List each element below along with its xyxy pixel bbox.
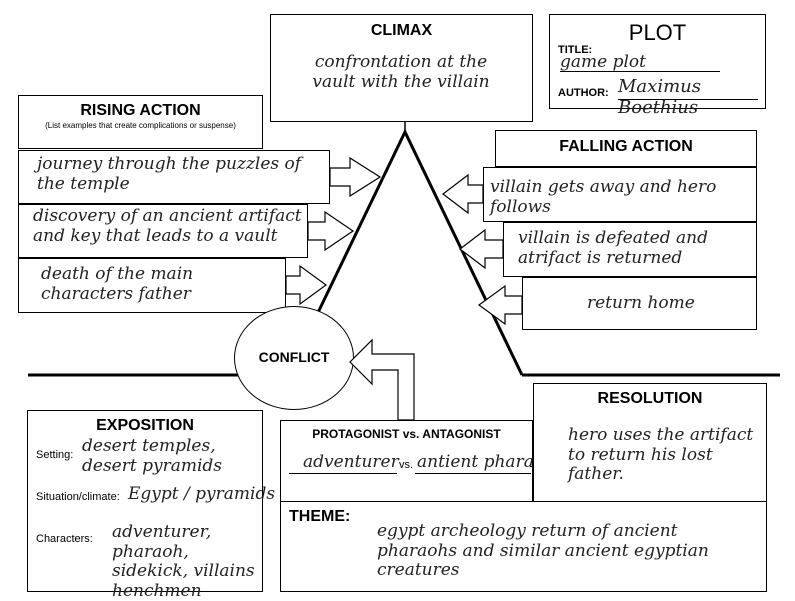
resolution-heading: RESOLUTION — [597, 390, 703, 407]
situation-label: Situation/climate: — [36, 491, 120, 503]
rising-action-header: RISING ACTION (List examples that create… — [18, 95, 263, 149]
protagonist-value: adventurer — [303, 452, 399, 472]
title-label: TITLE: — [558, 44, 593, 56]
falling-arrow-1 — [442, 173, 484, 215]
rising-arrow-1 — [329, 156, 382, 198]
falling-arrow-2 — [459, 228, 504, 270]
falling-action-text-2: villain is defeated and atrifact is retu… — [518, 228, 708, 268]
protagonist-antagonist-box: PROTAGONIST vs. ANTAGONIST adventurer vs… — [280, 420, 555, 502]
rising-action-item-3: death of the main characters father — [18, 258, 286, 313]
falling-action-item-2: villain is defeated and atrifact is retu… — [503, 222, 757, 277]
author-value: Maximus Boethius — [618, 76, 701, 118]
author-label: AUTHOR: — [558, 87, 609, 99]
rising-action-text-1: journey through the puzzles of the templ… — [37, 154, 302, 194]
falling-arrow-3 — [477, 284, 523, 326]
resolution-text: hero uses the artifact to return his los… — [568, 425, 754, 485]
theme-box: THEME: egypt archeology return of ancien… — [280, 501, 767, 592]
falling-action-header: FALLING ACTION — [495, 130, 757, 167]
falling-action-heading: FALLING ACTION — [559, 138, 693, 155]
vs-label: vs. — [399, 459, 414, 471]
characters-value: adventurer, pharaoh, sidekick, villains … — [112, 522, 255, 601]
rising-arrow-3 — [285, 264, 328, 306]
resolution-box: RESOLUTION hero uses the artifact to ret… — [533, 383, 767, 503]
climax-heading: CLIMAX — [370, 22, 433, 39]
falling-action-item-1: villain gets away and hero follows — [483, 167, 757, 222]
plot-heading: PLOT — [628, 20, 687, 45]
rising-action-item-1: journey through the puzzles of the templ… — [18, 150, 330, 204]
theme-heading: THEME: — [289, 508, 351, 525]
characters-label: Characters: — [36, 533, 93, 545]
exposition-heading: EXPOSITION — [96, 417, 194, 434]
rising-action-heading: RISING ACTION — [80, 102, 201, 119]
rising-action-text-3: death of the main characters father — [41, 264, 194, 304]
protagonist-line — [289, 473, 397, 474]
rising-action-text-2: discovery of an ancient artifact and key… — [33, 206, 302, 246]
conflict-heading: CONFLICT — [258, 349, 330, 365]
falling-action-text-3: return home — [587, 293, 695, 313]
author-line — [618, 99, 758, 100]
setting-value: desert temples, desert pyramids — [82, 436, 223, 476]
falling-action-text-1: villain gets away and hero follows — [490, 177, 717, 217]
theme-text: egypt archeology return of ancient phara… — [377, 521, 709, 581]
title-line — [560, 71, 720, 72]
conflict-ellipse: CONFLICT — [234, 306, 354, 410]
antagonist-value: antient pharaoh — [417, 452, 556, 472]
climax-box: CLIMAX confrontation at the vault with t… — [270, 14, 533, 122]
title-value: game plot — [560, 52, 646, 72]
falling-action-item-3: return home — [522, 277, 757, 330]
exposition-box: EXPOSITION Setting: desert temples, dese… — [27, 410, 275, 600]
situation-value: Egypt / pyramids — [128, 484, 276, 504]
conflict-arrow — [349, 338, 415, 421]
protagonist-antagonist-label: PROTAGONIST vs. ANTAGONIST — [312, 427, 501, 441]
rising-action-item-2: discovery of an ancient artifact and key… — [18, 204, 308, 258]
climax-text: confrontation at the vault with the vill… — [312, 52, 490, 92]
plot-info-box: PLOT TITLE: game plot AUTHOR: Maximus Bo… — [549, 14, 766, 118]
setting-label: Setting: — [36, 449, 74, 461]
rising-action-subheading: (List examples that create complications… — [45, 121, 236, 130]
rising-arrow-2 — [307, 210, 355, 252]
antagonist-line — [415, 473, 531, 474]
